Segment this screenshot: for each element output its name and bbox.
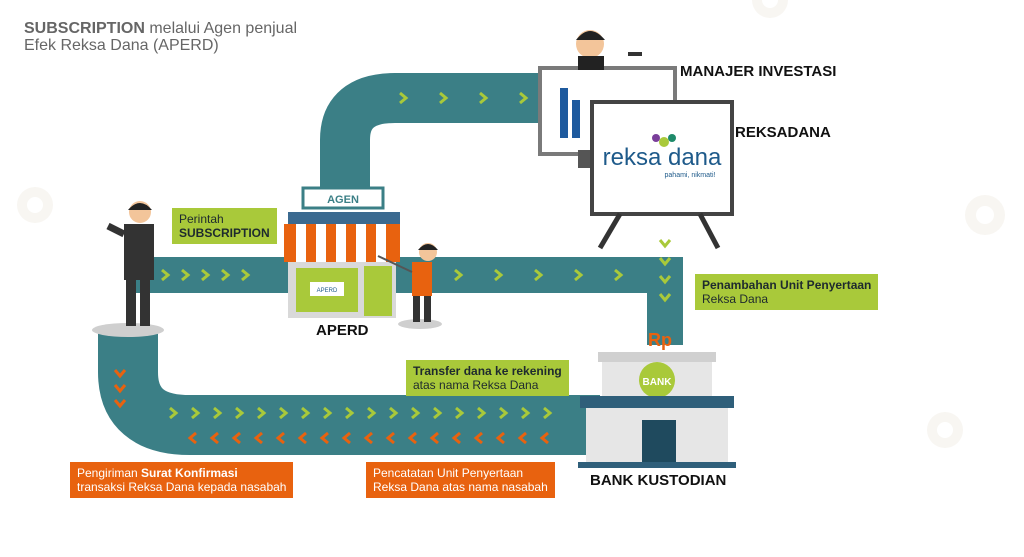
decorative-flower-icon [17,0,1005,448]
arrow-mark [658,239,672,249]
callout-perintah: Perintah SUBSCRIPTION [172,208,277,244]
callout-penambahan: Penambahan Unit Penyertaan Reksa Dana [695,274,879,310]
arrow-mark [201,268,211,282]
reksadana-logo-text: reksa dana [603,144,722,171]
arrow-mark [574,268,584,282]
page-title: SUBSCRIPTION melalui Agen penjual Efek R… [24,20,297,54]
arrow-mark [499,406,509,420]
aperd-shop: AGEN APERD [284,186,400,318]
manajer-person [576,30,642,70]
arrow-mark [439,91,449,105]
arrow-mark [451,431,461,445]
arrow-mark [301,406,311,420]
bank-badge: BANK [643,377,673,388]
arrow-mark [279,406,289,420]
currency-icon: Rp [648,330,672,350]
arrow-mark [539,431,549,445]
arrow-mark [235,406,245,420]
arrow-mark [658,275,672,285]
arrow-mark [455,406,465,420]
arrow-mark [221,268,231,282]
nasabah-person [92,201,164,337]
shop-poster: APERD [317,288,338,294]
arrow-mark [367,406,377,420]
arrow-mark [213,406,223,420]
label-bank-kustodian: BANK KUSTODIAN [590,472,727,489]
arrow-mark [534,268,544,282]
arrow-mark [411,406,421,420]
arrow-mark [345,406,355,420]
arrow-mark [495,431,505,445]
arrow-mark [363,431,373,445]
arrow-mark [241,268,251,282]
shop-sign: AGEN [327,194,359,206]
arrow-mark [275,431,285,445]
arrow-mark [614,268,624,282]
arrow-mark [209,431,219,445]
label-aperd: APERD [316,322,369,339]
callout-pengiriman: Pengiriman Surat Konfirmasi transaksi Re… [70,462,294,498]
arrow-mark [323,406,333,420]
arrow-mark [521,406,531,420]
arrow-mark [181,268,191,282]
reksadana-logo-icon [652,134,676,147]
arrow-mark [341,431,351,445]
arrow-mark [113,369,127,379]
arrow-mark [385,431,395,445]
arrow-mark [319,431,329,445]
agent-person [377,243,442,329]
arrow-mark [658,293,672,303]
arrow-mark [477,406,487,420]
arrow-mark [161,268,171,282]
title-line2: Efek Reksa Dana (APERD) [24,37,219,54]
title-bold: SUBSCRIPTION [24,20,145,37]
reksadana-logo-tagline: pahami, nikmati! [665,172,716,179]
arrow-mark [473,431,483,445]
arrow-mark [494,268,504,282]
arrow-mark [517,431,527,445]
callout-transfer: Transfer dana ke rekening atas nama Reks… [406,360,569,396]
label-reksadana: REKSADANA [735,124,831,141]
arrow-mark [253,431,263,445]
arrow-mark [169,406,179,420]
arrow-mark [519,91,529,105]
arrow-mark [389,406,399,420]
reksadana-board: reksa dana pahami, nikmati! [590,100,734,250]
title-rest: melalui Agen penjual [144,20,298,37]
arrow-mark [407,431,417,445]
bank-building: BANK Rp [578,330,736,468]
arrow-mark [429,431,439,445]
arrow-mark [433,406,443,420]
arrow-mark [113,399,127,409]
flow-arrows-bottom [113,369,553,445]
arrow-mark [543,406,553,420]
label-manajer-investasi: MANAJER INVESTASI [680,63,837,80]
arrow-mark [191,406,201,420]
arrow-mark [257,406,267,420]
arrow-mark [479,91,489,105]
arrow-mark [297,431,307,445]
arrow-mark [187,431,197,445]
arrow-mark [231,431,241,445]
flow-arrows-top [161,91,672,303]
arrow-mark [399,91,409,105]
arrow-mark [113,384,127,394]
arrow-mark [658,257,672,267]
arrow-mark [454,268,464,282]
callout-pencatatan: Pencatatan Unit Penyertaan Reksa Dana at… [366,462,555,498]
